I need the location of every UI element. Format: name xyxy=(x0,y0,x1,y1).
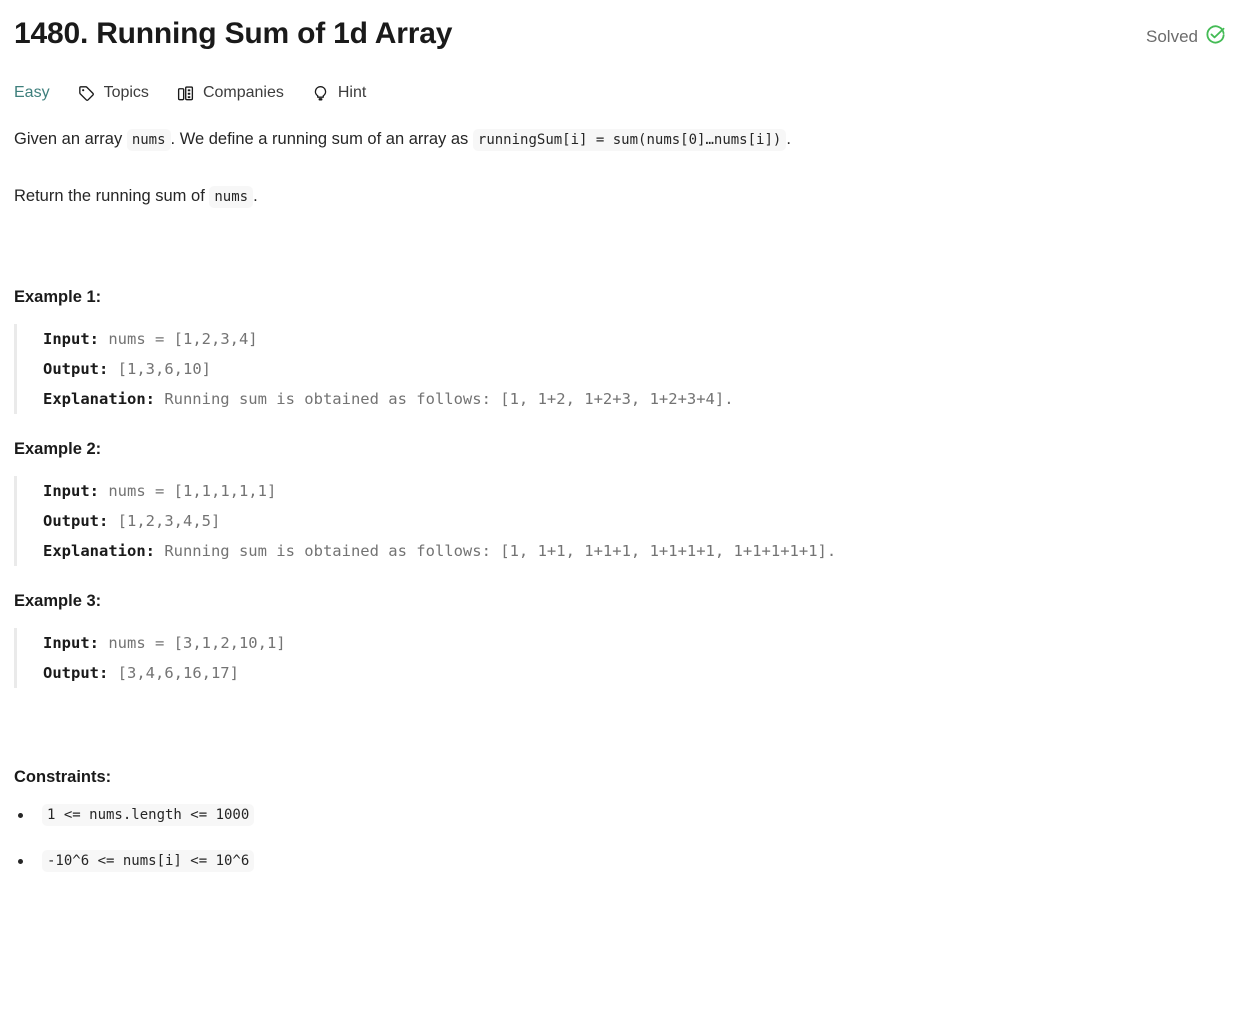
explanation-value: Running sum is obtained as follows: [1, … xyxy=(154,542,837,560)
tag-icon xyxy=(78,84,96,102)
constraint-code: -10^6 <= nums[i] <= 10^6 xyxy=(42,850,255,872)
output-value: [1,2,3,4,5] xyxy=(108,512,221,530)
example-block: Example 3: Input: nums = [3,1,2,10,1] Ou… xyxy=(14,590,1226,688)
companies-button[interactable]: Companies xyxy=(177,83,284,103)
desc-text-5: . xyxy=(253,187,258,205)
example-block: Example 2: Input: nums = [1,1,1,1,1] Out… xyxy=(14,438,1226,566)
output-label: Output: xyxy=(43,360,109,378)
example-block: Example 1: Input: nums = [1,2,3,4] Outpu… xyxy=(14,286,1226,414)
topics-label: Topics xyxy=(103,84,149,101)
constraints-list: 1 <= nums.length <= 1000 -10^6 <= nums[i… xyxy=(14,802,1226,874)
code-running-sum-formula: runningSum[i] = sum(nums[0]…nums[i]) xyxy=(472,129,787,151)
explanation-label: Explanation: xyxy=(43,542,155,560)
code-nums-2: nums xyxy=(209,186,254,208)
output-value: [1,3,6,10] xyxy=(108,360,211,378)
output-label: Output: xyxy=(43,512,109,530)
buildings-icon xyxy=(177,84,195,102)
meta-row: Easy Topics Companies xyxy=(14,80,1226,106)
desc-text-3: . xyxy=(786,130,791,148)
input-label: Input: xyxy=(43,482,99,500)
example-heading: Example 2: xyxy=(14,440,102,458)
check-circle-icon xyxy=(1205,24,1226,50)
input-value: nums = [3,1,2,10,1] xyxy=(99,634,286,652)
example-body: Input: nums = [1,1,1,1,1] Output: [1,2,3… xyxy=(14,476,1226,566)
status-badge: Solved xyxy=(1146,24,1226,50)
example-body: Input: nums = [3,1,2,10,1] Output: [3,4,… xyxy=(14,628,1226,688)
input-label: Input: xyxy=(43,634,99,652)
example-body: Input: nums = [1,2,3,4] Output: [1,3,6,1… xyxy=(14,324,1226,414)
constraints-heading: Constraints: xyxy=(14,768,112,786)
page-title: 1480. Running Sum of 1d Array xyxy=(14,17,453,50)
example-heading: Example 3: xyxy=(14,592,102,610)
output-label: Output: xyxy=(43,664,109,682)
input-value: nums = [1,1,1,1,1] xyxy=(99,482,277,500)
desc-text-1: Given an array xyxy=(14,130,127,148)
code-nums-1: nums xyxy=(126,129,171,151)
constraint-code: 1 <= nums.length <= 1000 xyxy=(42,804,255,826)
desc-text-2: . We define a running sum of an array as xyxy=(170,130,473,148)
input-value: nums = [1,2,3,4] xyxy=(99,330,258,348)
problem-description: Given an array nums. We define a running… xyxy=(14,126,1226,210)
explanation-value: Running sum is obtained as follows: [1, … xyxy=(154,390,734,408)
lightbulb-icon xyxy=(312,84,330,102)
description-paragraph-2: Return the running sum of nums. xyxy=(14,183,1226,210)
list-item: 1 <= nums.length <= 1000 xyxy=(14,802,1226,828)
list-item: -10^6 <= nums[i] <= 10^6 xyxy=(14,848,1226,874)
constraints-section: Constraints: 1 <= nums.length <= 1000 -1… xyxy=(14,766,1226,874)
title-row: 1480. Running Sum of 1d Array Solved xyxy=(14,0,1226,54)
output-value: [3,4,6,16,17] xyxy=(108,664,239,682)
input-label: Input: xyxy=(43,330,99,348)
example-heading: Example 1: xyxy=(14,288,102,306)
description-paragraph-1: Given an array nums. We define a running… xyxy=(14,126,1226,153)
status-label: Solved xyxy=(1146,27,1198,46)
hint-button[interactable]: Hint xyxy=(312,83,366,103)
difficulty-badge[interactable]: Easy xyxy=(14,84,50,101)
desc-text-4: Return the running sum of xyxy=(14,187,210,205)
hint-label: Hint xyxy=(337,84,367,101)
topics-button[interactable]: Topics xyxy=(78,83,149,103)
explanation-label: Explanation: xyxy=(43,390,155,408)
companies-label: Companies xyxy=(202,84,284,101)
